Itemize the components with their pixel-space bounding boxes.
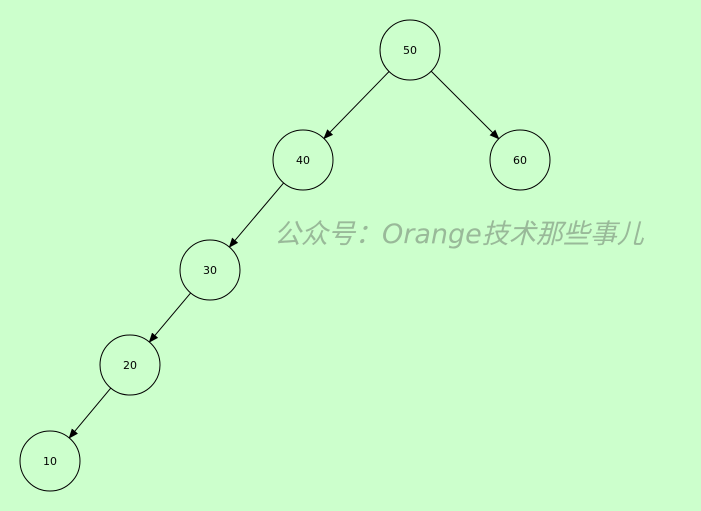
node-label: 40 bbox=[296, 154, 310, 167]
edge-arrow-50-60 bbox=[430, 70, 500, 140]
node-label: 20 bbox=[123, 359, 137, 372]
edge-arrow-30-20 bbox=[148, 292, 192, 343]
node-label: 30 bbox=[203, 264, 217, 277]
watermark-text: 公众号：Orange技术那些事儿 bbox=[274, 219, 645, 250]
node-label: 60 bbox=[513, 154, 527, 167]
tree-node-30: 30 bbox=[179, 239, 241, 301]
tree-node-60: 60 bbox=[489, 129, 551, 191]
node-circle bbox=[99, 334, 161, 396]
edge-arrow-20-10 bbox=[68, 387, 112, 439]
tree-node-10: 10 bbox=[19, 430, 81, 492]
edge-arrow-50-40 bbox=[323, 71, 390, 140]
node-label: 50 bbox=[403, 44, 417, 57]
node-circle bbox=[489, 129, 551, 191]
tree-node-20: 20 bbox=[99, 334, 161, 396]
tree-node-40: 40 bbox=[272, 129, 334, 191]
edges-layer bbox=[68, 70, 500, 439]
node-circle bbox=[19, 430, 81, 492]
node-circle bbox=[179, 239, 241, 301]
edge-arrow-40-30 bbox=[228, 182, 285, 248]
node-label: 10 bbox=[43, 455, 57, 468]
node-circle bbox=[272, 129, 334, 191]
nodes-layer: 50 40 60 30 20 10 bbox=[19, 19, 551, 492]
tree-node-50: 50 bbox=[379, 19, 441, 81]
node-circle bbox=[379, 19, 441, 81]
